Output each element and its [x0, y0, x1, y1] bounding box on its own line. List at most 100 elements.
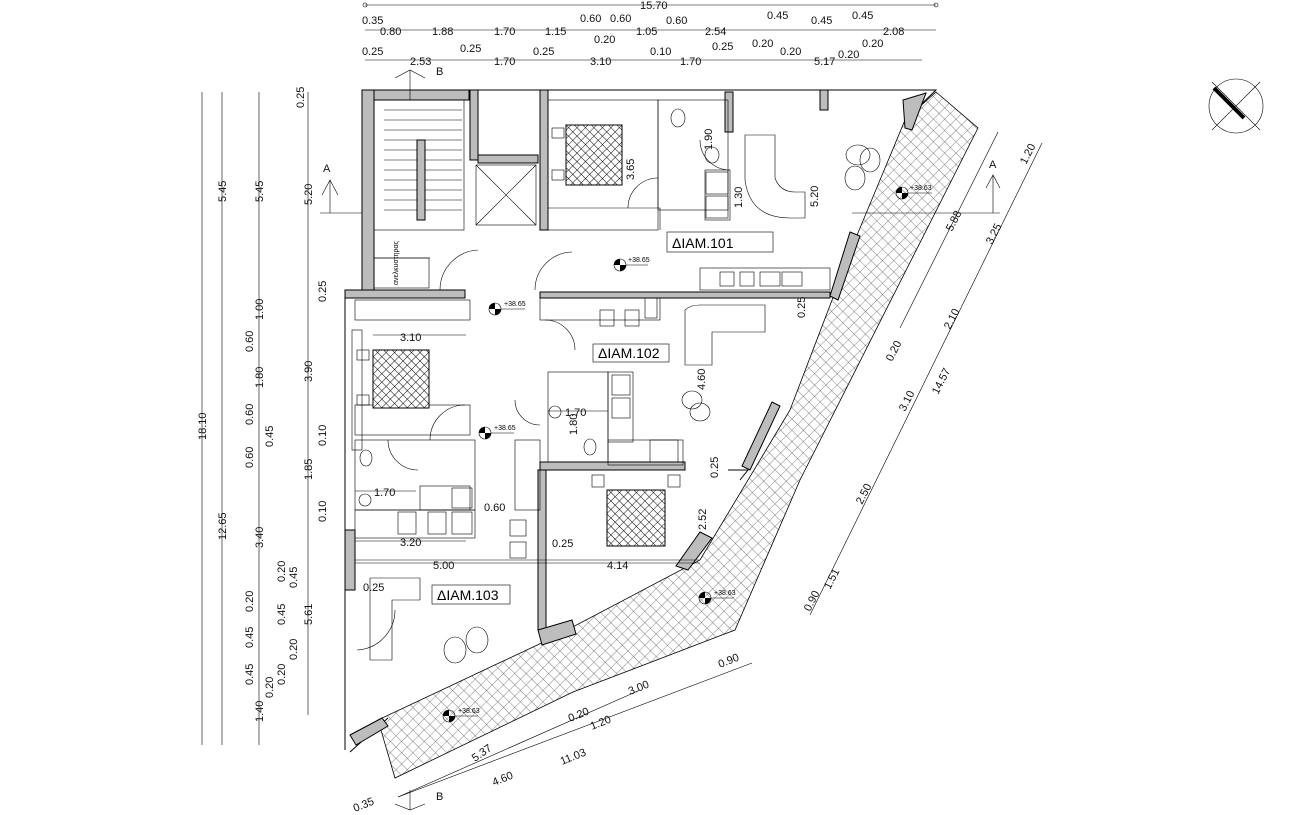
svg-text:0.20: 0.20	[862, 38, 883, 50]
svg-text:0.25: 0.25	[552, 538, 573, 550]
svg-text:0.35: 0.35	[362, 15, 383, 27]
svg-text:0.45: 0.45	[767, 10, 788, 22]
svg-text:5.20: 5.20	[809, 186, 821, 207]
svg-text:0.20: 0.20	[244, 591, 256, 612]
svg-text:0.10: 0.10	[317, 501, 329, 522]
svg-text:0.80: 0.80	[380, 26, 401, 38]
svg-text:3.10: 3.10	[590, 56, 611, 68]
svg-text:0.25: 0.25	[362, 46, 383, 58]
furniture	[358, 108, 881, 664]
svg-text:0.25: 0.25	[460, 43, 481, 55]
svg-text:5.00: 5.00	[433, 560, 454, 572]
svg-text:1.15: 1.15	[545, 26, 566, 38]
top-dimensions: 15.70 0.35 0.80 1.88 1.70 1.15 0.60 0.60…	[362, 0, 939, 68]
svg-text:1.05: 1.05	[636, 26, 657, 38]
svg-text:4.60: 4.60	[696, 369, 708, 390]
svg-text:0.90: 0.90	[717, 652, 741, 671]
svg-text:+38.65: +38.65	[628, 257, 650, 264]
svg-text:0.20: 0.20	[838, 49, 859, 61]
unit-labels: ΔΙΑΜ.101 ΔΙΑΜ.102 ΔΙΑΜ.103	[431, 231, 774, 605]
exterior-walls	[344, 89, 938, 753]
svg-text:0.20: 0.20	[276, 561, 288, 582]
svg-text:3.10: 3.10	[400, 332, 421, 344]
level-marker-balcony-s: +38.63	[698, 590, 736, 605]
svg-text:11.03: 11.03	[559, 747, 588, 768]
svg-text:0.45: 0.45	[852, 10, 873, 22]
svg-text:0.20: 0.20	[567, 706, 591, 725]
beds	[356, 124, 681, 547]
svg-text:1.70: 1.70	[565, 407, 586, 419]
unit-103-label: ΔΙΑΜ.103	[437, 587, 499, 603]
svg-text:4.14: 4.14	[607, 560, 628, 572]
svg-text:5.20: 5.20	[303, 184, 315, 205]
svg-text:0.45: 0.45	[276, 604, 288, 625]
svg-text:1.70: 1.70	[374, 487, 395, 499]
svg-text:2.54: 2.54	[705, 26, 726, 38]
svg-text:3.10: 3.10	[897, 389, 917, 414]
svg-text:+38.65: +38.65	[494, 425, 516, 432]
svg-text:3.40: 3.40	[254, 527, 266, 548]
svg-text:0.60: 0.60	[244, 447, 256, 468]
svg-text:1.00: 1.00	[254, 299, 266, 320]
svg-text:0.45: 0.45	[244, 627, 256, 648]
bed-102	[372, 349, 430, 409]
svg-text:0.45: 0.45	[244, 664, 256, 685]
stair-note: ανελκυστηρας	[393, 240, 400, 285]
svg-text:0.20: 0.20	[594, 34, 615, 46]
left-dimensions: 18.10 5.45 12.65 5.45 1.00 0.60 1.80 0.6…	[197, 87, 329, 745]
interior-partitions	[351, 99, 831, 651]
dim-total-height: 18.10	[197, 412, 209, 440]
svg-text:0.20: 0.20	[276, 664, 288, 685]
svg-text:0.25: 0.25	[533, 46, 554, 58]
svg-text:+38.63: +38.63	[910, 185, 932, 192]
svg-text:+38.65: +38.65	[504, 301, 526, 308]
svg-text:4.60: 4.60	[491, 770, 515, 789]
svg-text:+38.63: +38.63	[714, 590, 736, 597]
svg-text:0.25: 0.25	[709, 457, 721, 478]
svg-text:1.40: 1.40	[254, 701, 266, 722]
svg-text:3.90: 3.90	[303, 361, 315, 382]
svg-text:1.20: 1.20	[589, 714, 613, 733]
svg-text:0.25: 0.25	[317, 281, 329, 302]
svg-text:0.25: 0.25	[295, 87, 307, 108]
bed-103	[606, 489, 666, 547]
section-marks: A A B B	[320, 66, 1001, 811]
unit-101-label: ΔΙΑΜ.101	[672, 235, 734, 251]
svg-text:12.65: 12.65	[217, 512, 229, 540]
level-marker-hall: +38.65	[478, 425, 516, 440]
svg-text:0.25: 0.25	[363, 582, 384, 594]
svg-text:1.20: 1.20	[1018, 142, 1038, 167]
svg-text:1.90: 1.90	[703, 129, 715, 150]
svg-text:3.20: 3.20	[400, 537, 421, 549]
level-marker-common: +38.65	[488, 301, 526, 316]
level-markers: +38.65 +38.65 +38.65 +38.63 +38.63 +38.6…	[442, 185, 932, 723]
svg-text:0.45: 0.45	[288, 567, 300, 588]
svg-text:1.51: 1.51	[822, 567, 842, 592]
svg-text:5.45: 5.45	[254, 181, 266, 202]
svg-text:0.10: 0.10	[650, 46, 671, 58]
inner-dimensions: 3.65 1.90 1.30 5.20 0.25 3.10 4.60 1.70 …	[355, 129, 821, 594]
svg-text:1.85: 1.85	[303, 459, 315, 480]
svg-text:3.00: 3.00	[627, 679, 651, 698]
svg-text:2.52: 2.52	[697, 509, 709, 530]
svg-text:1.70: 1.70	[680, 56, 701, 68]
staircase: ανελκυστηρας	[384, 109, 462, 285]
svg-text:5.88: 5.88	[944, 209, 964, 234]
svg-text:0.20: 0.20	[884, 339, 904, 364]
section-b-bottom: B	[436, 791, 443, 803]
level-marker-balcony-sw: +38.63	[442, 708, 480, 723]
svg-text:0.90: 0.90	[802, 589, 822, 614]
svg-text:0.10: 0.10	[317, 425, 329, 446]
svg-text:0.60: 0.60	[666, 15, 687, 27]
svg-text:0.60: 0.60	[484, 502, 505, 514]
section-b-top: B	[436, 66, 443, 78]
north-arrow-icon	[1208, 78, 1264, 134]
svg-text:0.20: 0.20	[288, 639, 300, 660]
svg-text:0.35: 0.35	[352, 796, 376, 815]
svg-text:1.70: 1.70	[494, 26, 515, 38]
svg-text:3.65: 3.65	[625, 159, 637, 180]
svg-text:5.61: 5.61	[303, 604, 315, 625]
svg-text:5.17: 5.17	[814, 56, 835, 68]
svg-text:0.60: 0.60	[610, 13, 631, 25]
